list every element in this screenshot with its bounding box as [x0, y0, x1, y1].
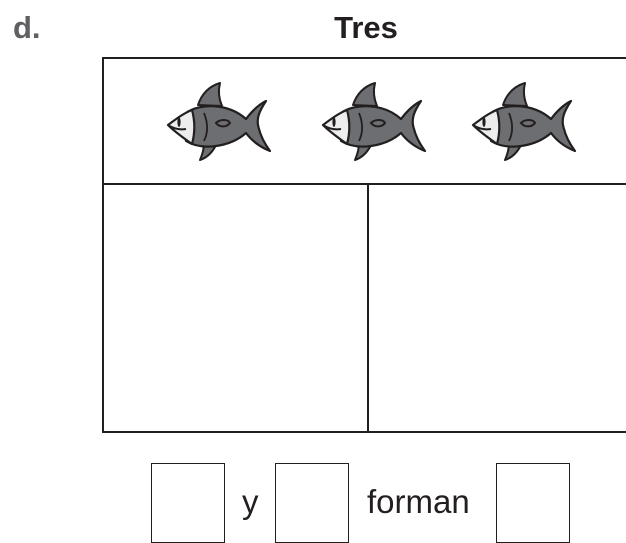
mat-divider	[367, 185, 369, 433]
problem-label: d.	[13, 10, 41, 45]
mat-part-right[interactable]	[369, 185, 626, 433]
equation-word-make: forman	[367, 483, 470, 520]
answer-box-total[interactable]	[496, 463, 570, 543]
fish-icon	[166, 82, 272, 161]
problem-title: Tres	[334, 10, 398, 45]
number-bond-mat	[102, 57, 626, 433]
answer-box-part-2[interactable]	[275, 463, 349, 543]
mat-whole-section	[104, 59, 626, 185]
answer-box-part-1[interactable]	[151, 463, 225, 543]
mat-part-left[interactable]	[104, 185, 367, 433]
equation-word-and: y	[242, 483, 259, 520]
fish-icon	[321, 82, 427, 161]
fish-icon	[471, 82, 577, 161]
